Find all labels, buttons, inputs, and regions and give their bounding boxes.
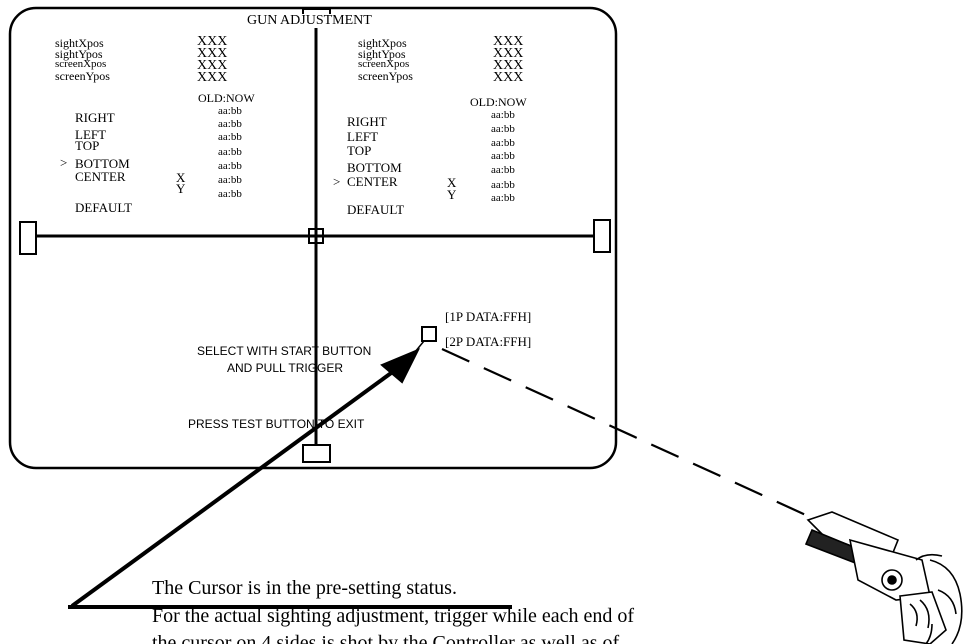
menu-item-center: CENTER bbox=[75, 170, 126, 183]
trigger-instruction: AND PULL TRIGGER bbox=[227, 362, 343, 374]
select-instruction: SELECT WITH START BUTTON bbox=[197, 345, 371, 357]
pointer-diagonal bbox=[72, 368, 398, 606]
menu-item-right: RIGHT bbox=[75, 111, 115, 124]
menu-item-bottom: BOTTOM bbox=[347, 161, 402, 174]
menu-item-right: RIGHT bbox=[347, 115, 387, 128]
page-title: GUN ADJUSTMENT bbox=[245, 14, 374, 28]
menu-item-top: TOP bbox=[75, 139, 99, 152]
old-now-header: OLD:NOW bbox=[198, 92, 255, 104]
axis-y-label: Y bbox=[447, 188, 456, 201]
param-label: screenYpos bbox=[55, 70, 110, 82]
exit-instruction: PRESS TEST BUTTON TO EXIT bbox=[188, 418, 364, 430]
menu-item-left: LEFT bbox=[347, 130, 378, 143]
sight-target-square bbox=[422, 327, 436, 341]
old-now-value: aa:bb bbox=[491, 138, 515, 149]
bottom-edge-marker bbox=[303, 445, 330, 462]
old-now-value: aa:bb bbox=[218, 119, 242, 130]
old-now-value: aa:bb bbox=[491, 124, 515, 135]
menu-item-center: CENTER bbox=[347, 175, 398, 188]
old-now-header: OLD:NOW bbox=[470, 96, 527, 108]
caption-line-2: For the actual sighting adjustment, trig… bbox=[152, 606, 634, 626]
light-gun-icon bbox=[806, 512, 962, 644]
param-value: XXX bbox=[197, 71, 227, 85]
menu-item-default: DEFAULT bbox=[347, 203, 404, 216]
param-label: screenYpos bbox=[358, 70, 413, 82]
old-now-value: aa:bb bbox=[218, 106, 242, 117]
old-now-value: aa:bb bbox=[218, 147, 242, 158]
old-now-value: aa:bb bbox=[218, 189, 242, 200]
old-now-value: aa:bb bbox=[491, 110, 515, 121]
old-now-value: aa:bb bbox=[218, 132, 242, 143]
cursor-glyph: > bbox=[60, 156, 67, 169]
player2-data: [2P DATA:FFH] bbox=[445, 335, 531, 348]
right-edge-marker bbox=[594, 220, 610, 252]
old-now-value: aa:bb bbox=[491, 180, 515, 191]
old-now-value: aa:bb bbox=[491, 193, 515, 204]
cursor-glyph: > bbox=[333, 175, 340, 188]
axis-y-label: Y bbox=[176, 182, 185, 195]
left-edge-marker bbox=[20, 222, 36, 254]
param-value: XXX bbox=[493, 71, 523, 85]
aim-dashed-line bbox=[442, 349, 808, 516]
caption-line-1: The Cursor is in the pre-setting status. bbox=[152, 578, 457, 598]
menu-item-top: TOP bbox=[347, 144, 371, 157]
caption-line-3: the cursor on 4 sides is shot by the Con… bbox=[152, 633, 619, 644]
old-now-value: aa:bb bbox=[491, 165, 515, 176]
old-now-value: aa:bb bbox=[218, 161, 242, 172]
old-now-value: aa:bb bbox=[491, 151, 515, 162]
player1-data: [1P DATA:FFH] bbox=[445, 310, 531, 323]
menu-item-default: DEFAULT bbox=[75, 201, 132, 214]
old-now-value: aa:bb bbox=[218, 175, 242, 186]
